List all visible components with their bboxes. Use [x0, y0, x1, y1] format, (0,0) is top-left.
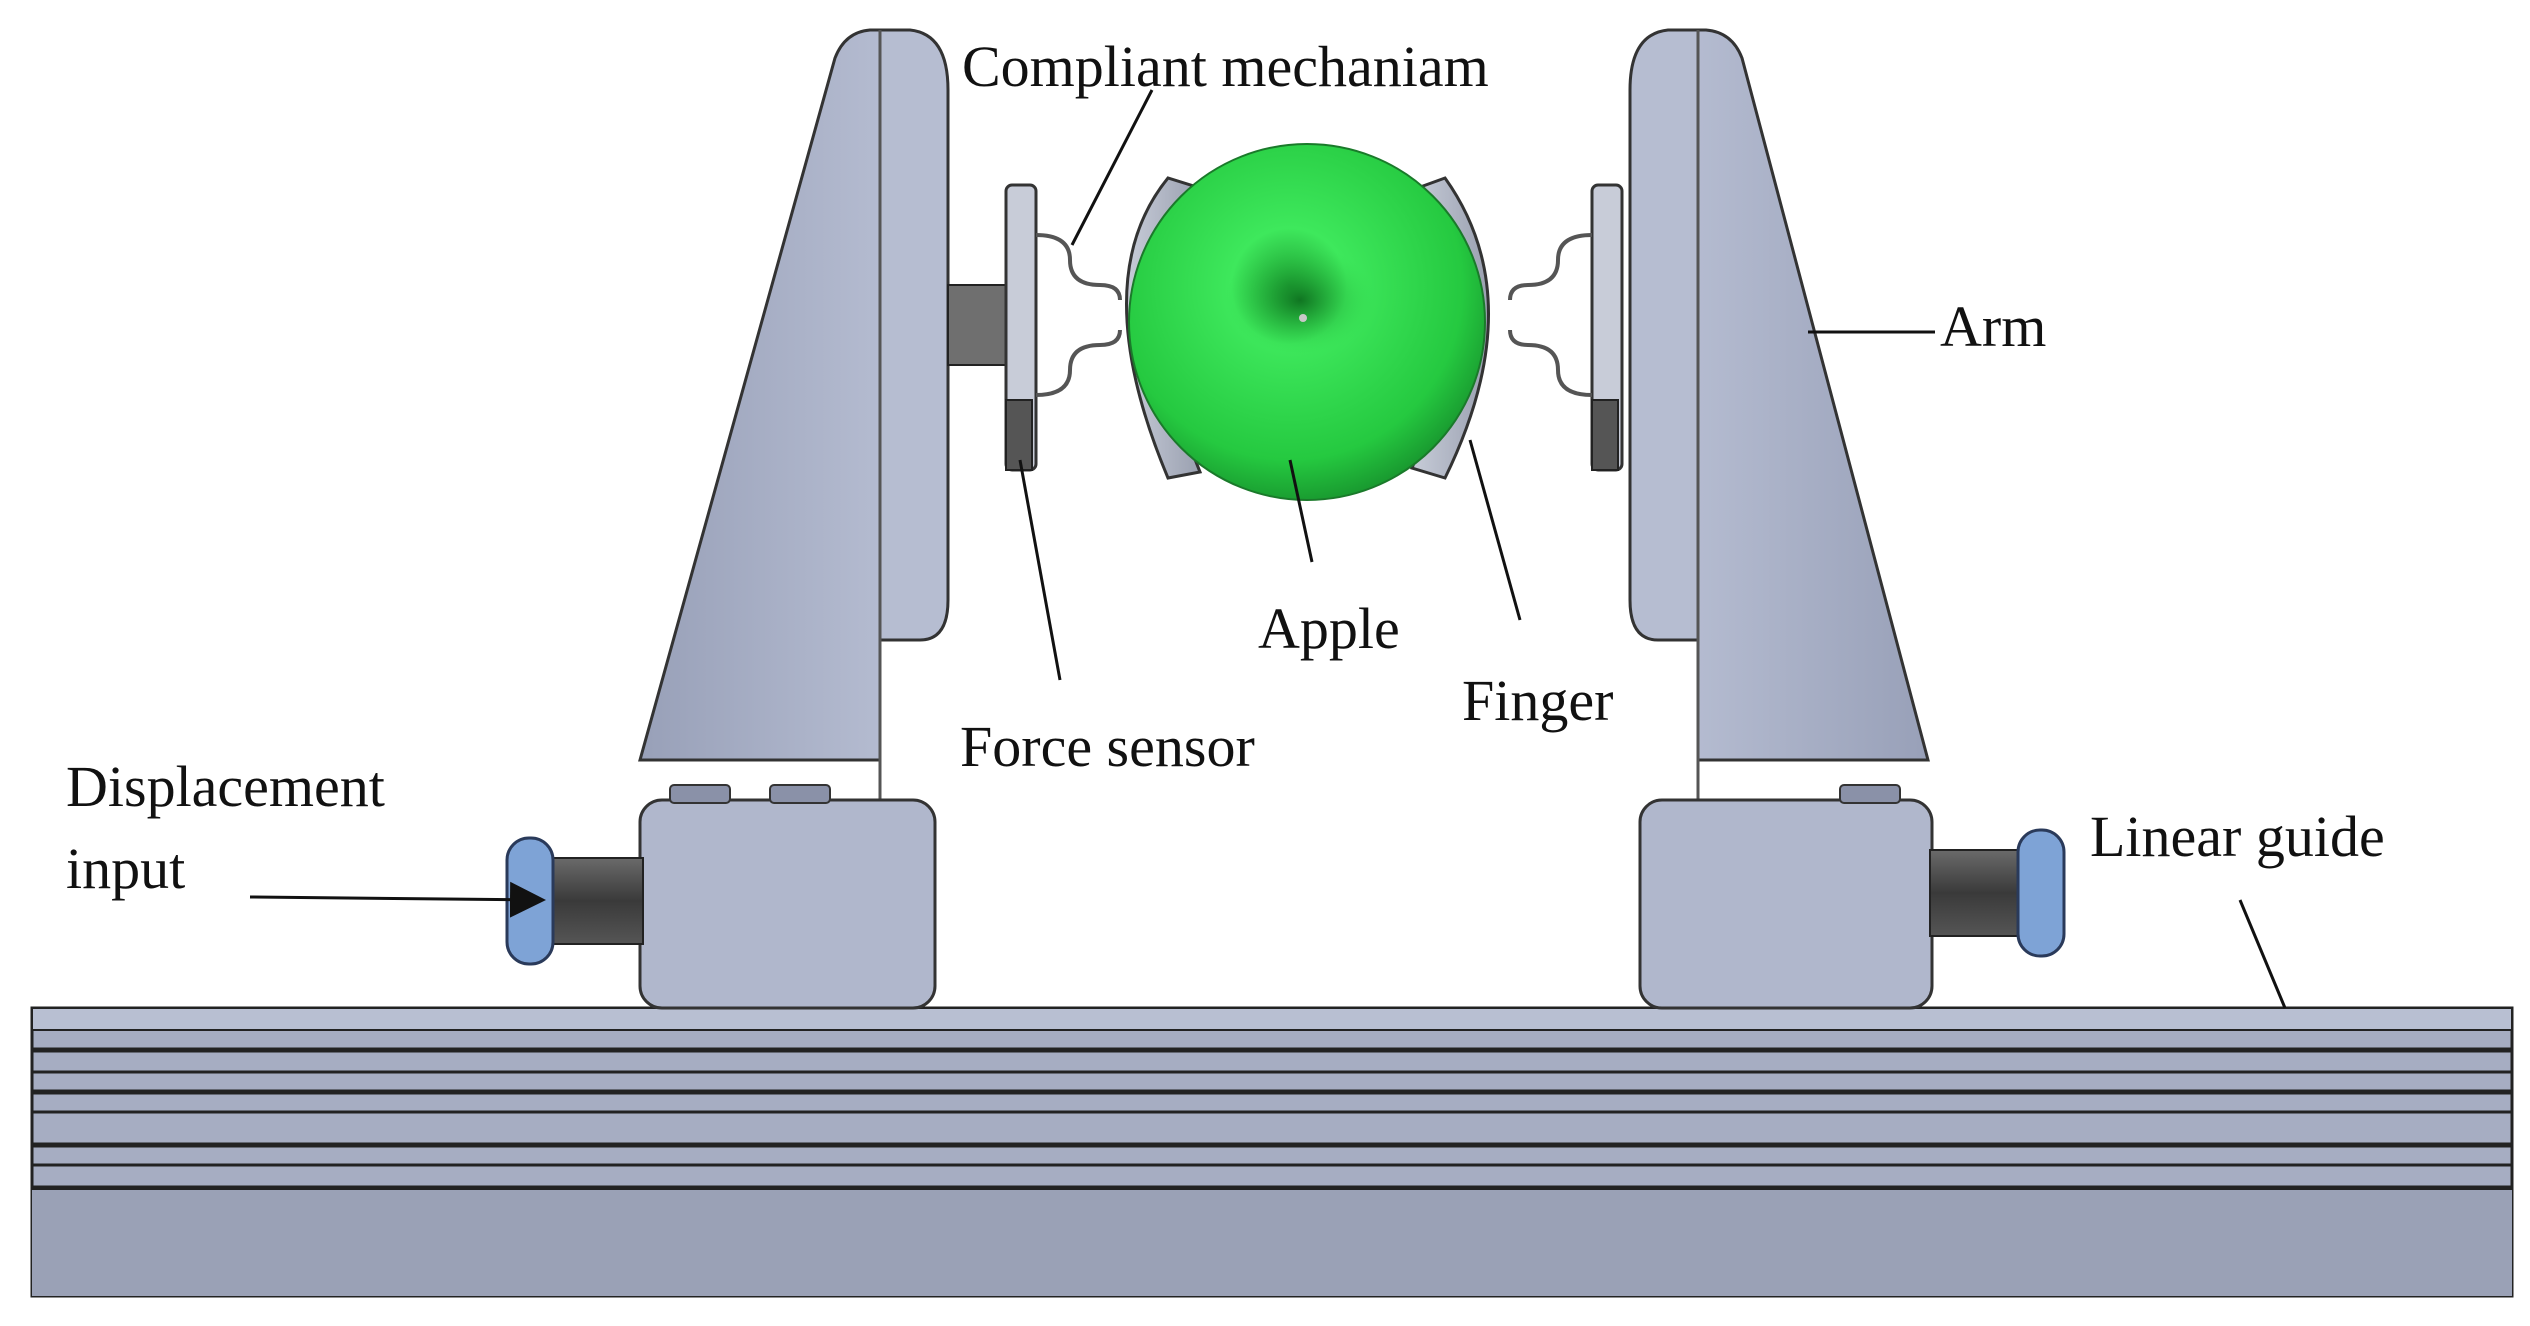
leader-force-sensor [1018, 459, 1062, 681]
label-force-sensor: Force sensor [960, 714, 1255, 779]
leader-linear-guide [2238, 899, 2287, 1009]
leader-compliant [1070, 89, 1154, 246]
linear-guide-base [30, 1006, 2514, 1298]
leader-finger [1468, 439, 1522, 621]
compliant-mechanism [1035, 233, 1593, 397]
label-arm: Arm [1940, 294, 2047, 359]
label-finger: Finger [1462, 668, 1614, 733]
right-arm [1590, 28, 2066, 1010]
leader-apple [1288, 459, 1314, 563]
arrow-right-icon [249, 881, 546, 918]
label-linear-guide: Linear guide [2090, 804, 2385, 869]
label-displacement-line1: Displacement [66, 754, 385, 819]
right-knob [2016, 828, 2066, 958]
left-arm [505, 28, 1038, 1010]
label-compliant-mechanism: Compliant mechaniam [962, 34, 1489, 99]
leader-lines [249, 89, 2287, 1009]
label-displacement-line2: input [66, 836, 186, 901]
label-apple: Apple [1258, 596, 1400, 661]
apple [1128, 143, 1486, 501]
